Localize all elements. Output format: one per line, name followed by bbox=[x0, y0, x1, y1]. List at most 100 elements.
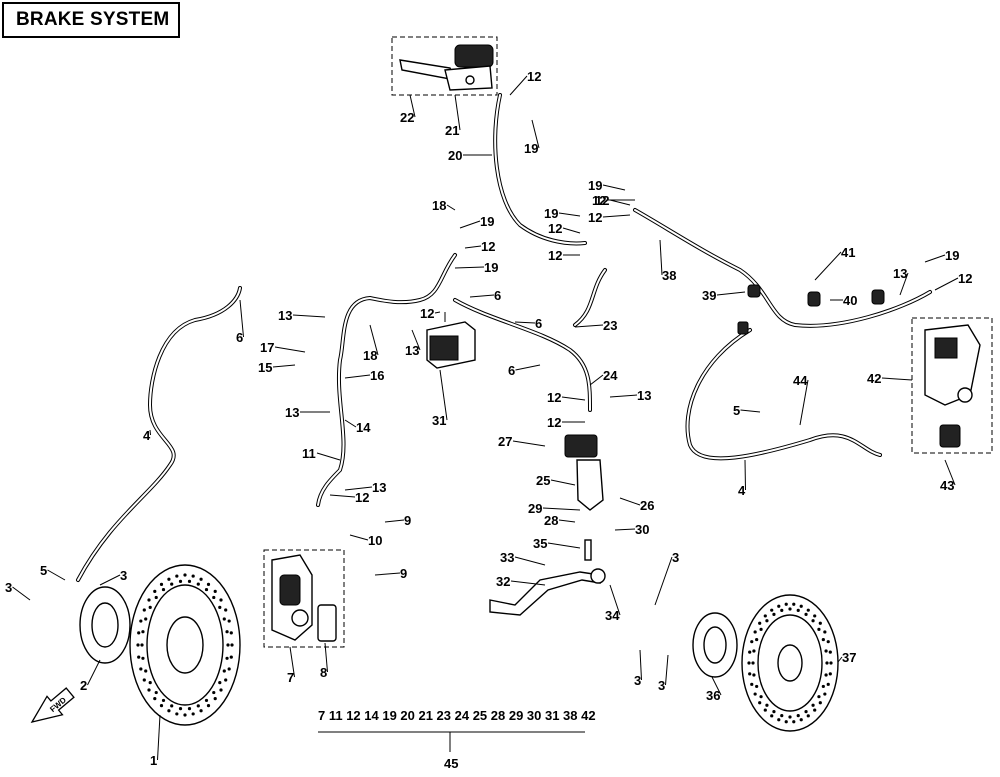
disc-hole bbox=[137, 655, 141, 659]
callout-c21: 21 bbox=[445, 123, 459, 138]
rear-hose-38 bbox=[633, 208, 932, 328]
callout-c3c: 3 bbox=[672, 550, 679, 565]
front-left-caliper bbox=[263, 549, 345, 648]
disc-hole bbox=[159, 582, 164, 586]
callout-c17: 17 bbox=[260, 340, 274, 355]
disc-hole bbox=[758, 621, 762, 625]
disc-hole bbox=[765, 703, 769, 707]
disc-hole bbox=[148, 681, 152, 685]
leader-c13f bbox=[899, 272, 909, 296]
callout-c32: 32 bbox=[496, 574, 510, 589]
disc-hole bbox=[141, 630, 145, 634]
disc-hole bbox=[142, 678, 146, 682]
disc-hole bbox=[821, 684, 825, 689]
disc-hole bbox=[187, 579, 192, 583]
disc-hole bbox=[788, 715, 792, 719]
disc-hole bbox=[212, 595, 216, 600]
disc-hole bbox=[770, 714, 774, 718]
disc-hole bbox=[167, 577, 171, 581]
callout-c15: 15 bbox=[258, 360, 272, 375]
leader-c7 bbox=[289, 646, 295, 678]
disc-hole bbox=[141, 656, 145, 660]
kit-callout-45: 45 bbox=[444, 756, 458, 771]
leader-c19b bbox=[454, 266, 485, 269]
disc-hole bbox=[759, 695, 763, 699]
disc-hole bbox=[219, 688, 223, 692]
disc-hole bbox=[183, 713, 187, 717]
leader-c44 bbox=[799, 379, 809, 426]
leader-c33 bbox=[514, 556, 546, 566]
callout-c3d: 3 bbox=[634, 673, 641, 688]
disc-hole bbox=[799, 718, 803, 722]
disc-hole bbox=[759, 627, 763, 631]
disc-hole bbox=[227, 619, 231, 623]
disc-hole bbox=[777, 604, 781, 608]
disc-hole bbox=[225, 630, 229, 634]
callout-c13c: 13 bbox=[285, 405, 299, 420]
leader-c12d bbox=[602, 214, 631, 218]
disc-hole bbox=[821, 637, 825, 642]
disc-hole bbox=[804, 710, 808, 714]
leader-c12l bbox=[934, 277, 959, 291]
disc-hole bbox=[140, 643, 144, 647]
leader-c15 bbox=[272, 364, 296, 368]
abs-unit bbox=[426, 312, 476, 369]
rear-brake-pedal bbox=[489, 568, 606, 616]
callout-c18b: 18 bbox=[363, 348, 377, 363]
callout-c19e: 19 bbox=[588, 178, 602, 193]
leader-c5a bbox=[47, 569, 66, 581]
disc-hole bbox=[755, 637, 759, 642]
disc-hole bbox=[792, 602, 796, 606]
leader-c12g bbox=[434, 311, 441, 314]
disc-hole bbox=[144, 617, 148, 621]
rear-master-cylinder bbox=[564, 434, 604, 561]
callout-c40: 40 bbox=[843, 293, 857, 308]
leader-c23 bbox=[574, 324, 604, 328]
disc-hole bbox=[796, 714, 800, 718]
callout-c39: 39 bbox=[702, 288, 716, 303]
leader-c12b bbox=[464, 245, 482, 249]
disc-hole bbox=[204, 698, 209, 703]
leader-c28 bbox=[558, 519, 576, 523]
leader-c12h bbox=[561, 396, 586, 401]
callout-c33: 33 bbox=[500, 550, 514, 565]
disc-hole bbox=[226, 643, 230, 647]
callout-c35: 35 bbox=[533, 536, 547, 551]
leader-c3d bbox=[639, 649, 642, 681]
disc-hole bbox=[826, 640, 830, 644]
leader-c37 bbox=[837, 656, 843, 663]
callout-c13a: 13 bbox=[278, 308, 292, 323]
disc-hole bbox=[784, 720, 788, 724]
disc-hole bbox=[796, 608, 800, 612]
callout-c10: 10 bbox=[368, 533, 382, 548]
disc-hole bbox=[136, 643, 140, 647]
disc-hole bbox=[765, 619, 769, 623]
disc-hole bbox=[187, 707, 192, 711]
callout-c25: 25 bbox=[536, 473, 550, 488]
disc-hole bbox=[813, 708, 817, 712]
disc-hole bbox=[227, 667, 231, 671]
disc-hole bbox=[753, 630, 757, 634]
callout-c13d: 13 bbox=[372, 480, 386, 495]
callout-c12i: 12 bbox=[547, 415, 561, 430]
leader-c36 bbox=[711, 676, 722, 696]
leader-c19d bbox=[558, 212, 581, 217]
leader-c2 bbox=[87, 659, 101, 686]
disc-hole bbox=[818, 621, 822, 625]
callout-c27: 27 bbox=[498, 434, 512, 449]
leader-c26 bbox=[619, 497, 641, 506]
callout-c38: 38 bbox=[662, 268, 676, 283]
disc-hole bbox=[153, 589, 157, 593]
callout-c9b: 9 bbox=[400, 566, 407, 581]
leader-c6b bbox=[469, 294, 495, 298]
leader-c29 bbox=[542, 507, 581, 511]
leader-c3a bbox=[12, 586, 31, 601]
disc-hole bbox=[224, 678, 228, 682]
disc-hole bbox=[218, 605, 222, 609]
disc-hole bbox=[206, 582, 211, 586]
callout-c30: 30 bbox=[635, 522, 649, 537]
leader-c13d bbox=[344, 486, 373, 491]
disc-hole bbox=[225, 656, 229, 660]
leader-c9b bbox=[374, 572, 401, 576]
